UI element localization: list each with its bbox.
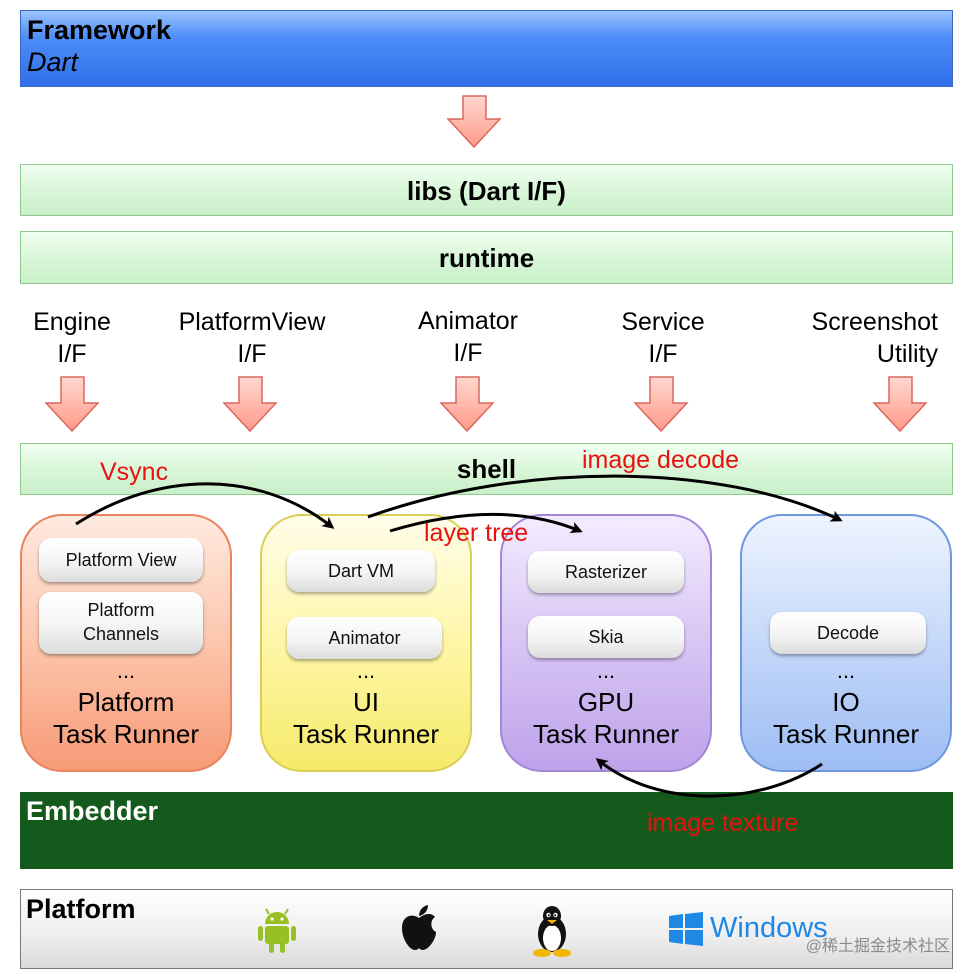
platform-channels-pill: Platform Channels	[39, 592, 203, 654]
layer-tree-label: layer tree	[424, 519, 529, 547]
ui-more-dots: ...	[356, 658, 376, 683]
ui-task-runner: Dart VM Animator ... UI Task Runner	[260, 514, 472, 772]
linux-icon	[533, 906, 571, 957]
io-runner-suffix: Task Runner	[773, 719, 919, 749]
platform-view-pill: Platform View	[39, 538, 203, 582]
runtime-layer: runtime	[20, 231, 953, 284]
vsync-arrow	[75, 482, 335, 529]
framework-layer: Framework Dart	[20, 10, 953, 87]
animator-pill: Animator	[287, 617, 442, 659]
windows-icon	[669, 912, 703, 946]
down-arrow-framework	[446, 95, 502, 149]
ui-runner-suffix: Task Runner	[293, 719, 439, 749]
interface-platformview: PlatformView I/F	[178, 308, 326, 368]
interface-service: Service I/F	[621, 308, 705, 368]
image-texture-arrow	[595, 758, 823, 798]
platform-task-runner: Platform View Platform Channels ... Plat…	[20, 514, 232, 772]
image-texture-label: image texture	[647, 809, 799, 837]
gpu-runner-name: GPU	[577, 687, 635, 717]
block-arrows	[44, 95, 928, 433]
down-arrow-platformview	[222, 376, 278, 433]
decode-pill: Decode	[770, 612, 926, 654]
down-arrow-screenshot	[872, 376, 928, 433]
platform-more-dots: ...	[116, 658, 136, 683]
embedder-title: Embedder	[26, 796, 159, 826]
apple-icon	[402, 905, 436, 950]
android-icon	[258, 908, 296, 953]
platform-layer: Platform Windows	[20, 889, 953, 969]
gpu-task-runner: Rasterizer Skia ... GPU Task Runner	[500, 514, 712, 772]
platform-title: Platform	[26, 894, 136, 924]
watermark: @稀土掘金技术社区	[805, 938, 950, 955]
windows-label: Windows	[710, 912, 828, 944]
platform-runner-suffix: Task Runner	[53, 719, 199, 749]
down-arrow-animator	[439, 376, 495, 433]
framework-subtitle: Dart	[27, 47, 79, 77]
layer-tree-arrow	[389, 513, 583, 534]
gpu-more-dots: ...	[596, 658, 616, 683]
framework-title: Framework	[27, 15, 172, 45]
io-runner-name: IO	[832, 687, 860, 717]
embedder-layer: Embedder	[20, 792, 953, 869]
rasterizer-pill: Rasterizer	[528, 551, 684, 593]
interface-screenshot: Screenshot Utility	[811, 308, 938, 368]
interface-animator: Animator I/F	[417, 307, 519, 367]
down-arrow-service	[633, 376, 689, 433]
gpu-runner-suffix: Task Runner	[533, 719, 679, 749]
dart-vm-pill: Dart VM	[287, 550, 435, 592]
image-decode-arrow	[367, 474, 843, 522]
platform-runner-name: Platform	[77, 687, 175, 717]
vsync-label: Vsync	[100, 458, 169, 486]
io-task-runner: Decode ... IO Task Runner	[740, 514, 952, 772]
io-more-dots: ...	[836, 658, 856, 683]
skia-pill: Skia	[528, 616, 684, 658]
ui-runner-name: UI	[353, 687, 379, 717]
image-decode-label: image decode	[582, 446, 740, 474]
down-arrow-engine	[44, 376, 100, 433]
interface-engine: Engine I/F	[33, 308, 111, 368]
libs-layer: libs (Dart I/F)	[20, 164, 953, 216]
